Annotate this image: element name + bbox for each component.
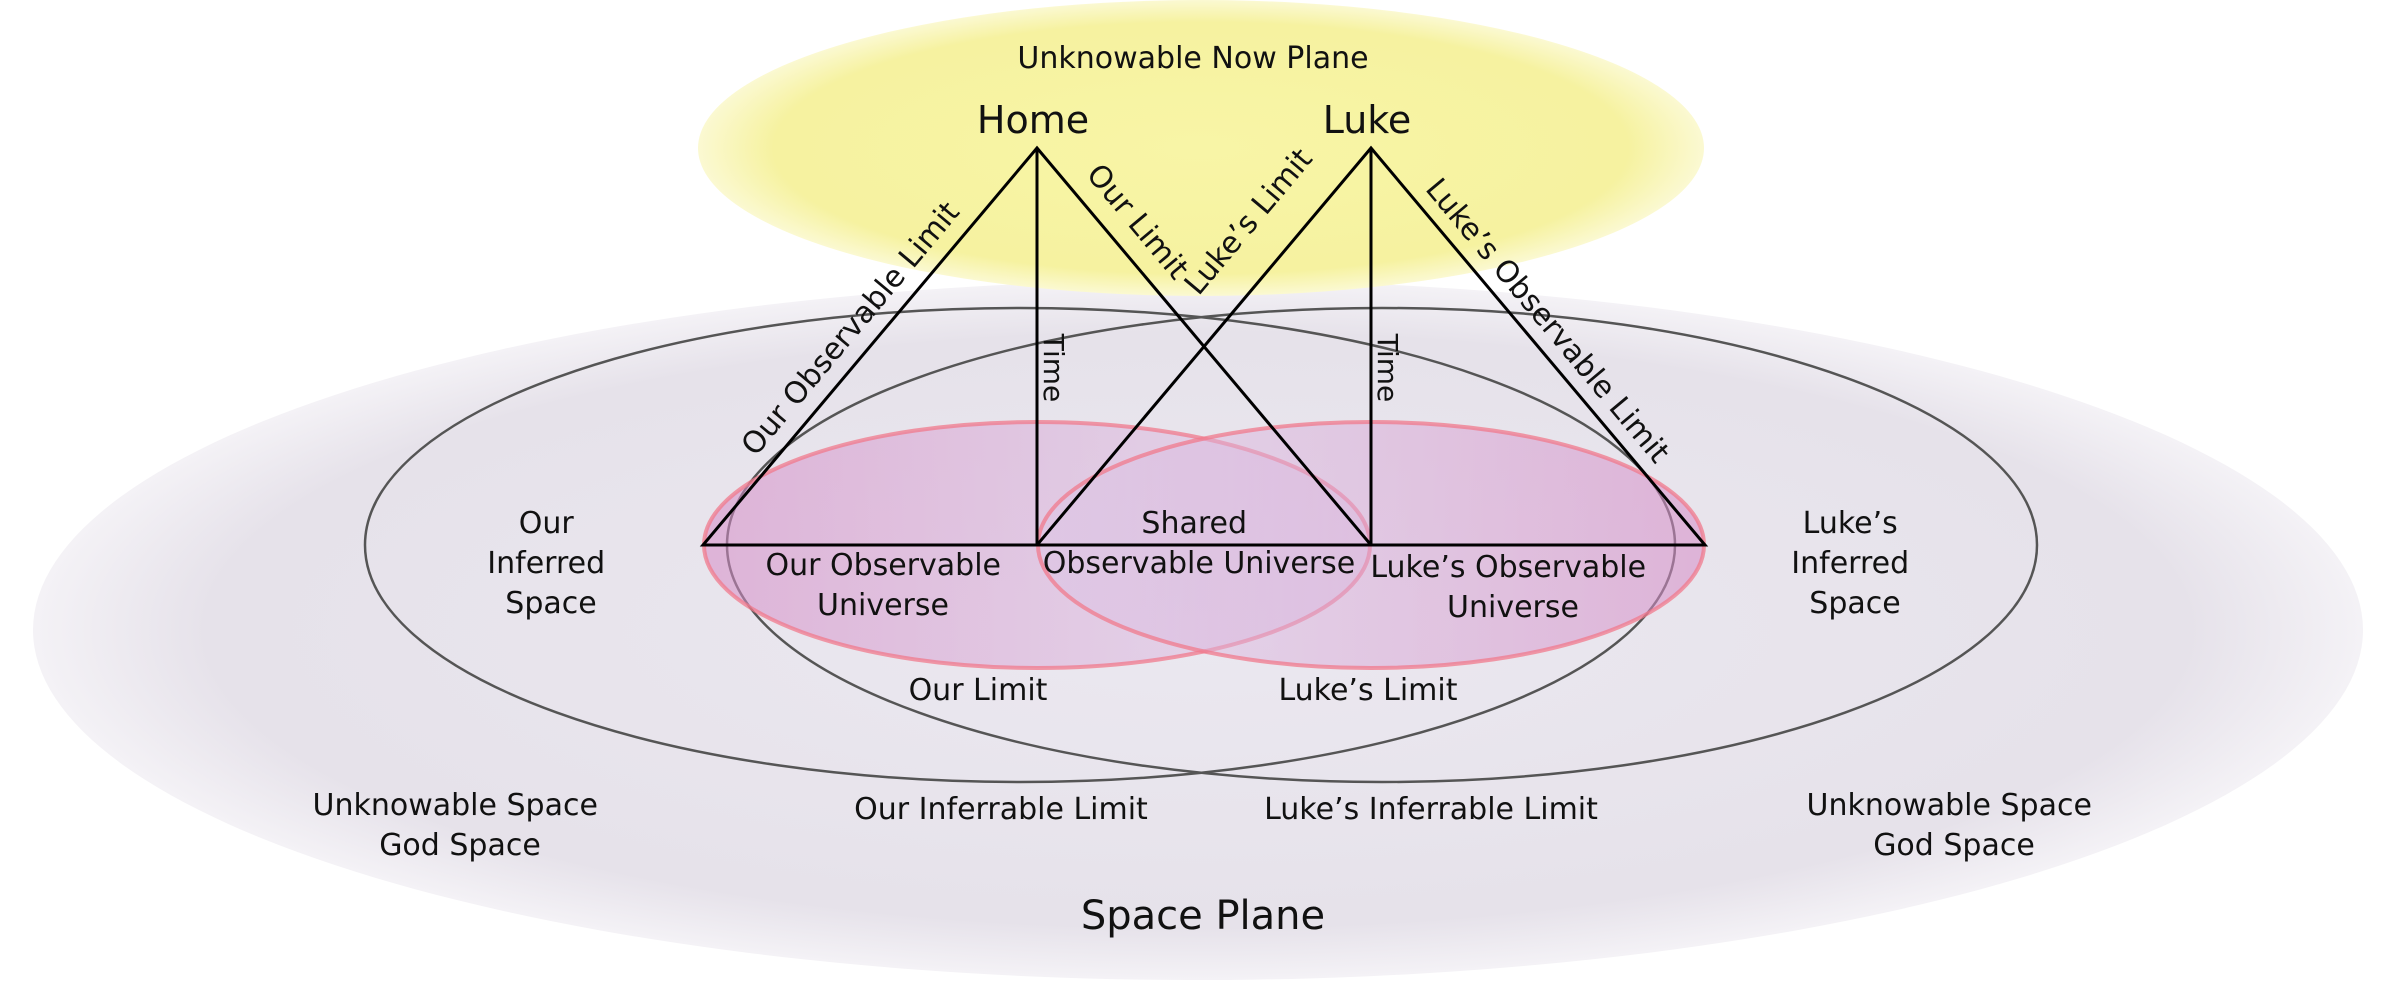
luke-limit-label: Luke’s Limit xyxy=(1278,673,1457,708)
our-limit-label: Our Limit xyxy=(909,673,1048,708)
our-inferrable-limit-label: Our Inferrable Limit xyxy=(854,792,1148,827)
luke-inferred-space-label: Luke’s Inferred Space xyxy=(1791,506,1918,621)
luke-time-label: Time xyxy=(1371,333,1404,403)
now-plane xyxy=(698,0,1704,296)
luke-label: Luke xyxy=(1323,98,1412,142)
shared-observable-universe-label: Shared Observable Universe xyxy=(1043,506,1356,581)
luke-inferrable-limit-label: Luke’s Inferrable Limit xyxy=(1264,792,1598,827)
luke-observable-universe-label: Luke’s Observable Universe xyxy=(1370,550,1655,625)
our-inferred-space-label: Our Inferred Space xyxy=(487,506,614,621)
home-label: Home xyxy=(977,98,1089,142)
unknowable-space-left-label: Unknowable Space God Space xyxy=(313,788,608,863)
our-observable-universe-label: Our Observable Universe xyxy=(765,548,1010,623)
now-plane-label: Unknowable Now Plane xyxy=(1017,41,1368,76)
space-plane-label: Space Plane xyxy=(1081,893,1325,939)
unknowable-space-right-label: Unknowable Space God Space xyxy=(1807,788,2102,863)
home-time-label: Time xyxy=(1037,333,1070,403)
